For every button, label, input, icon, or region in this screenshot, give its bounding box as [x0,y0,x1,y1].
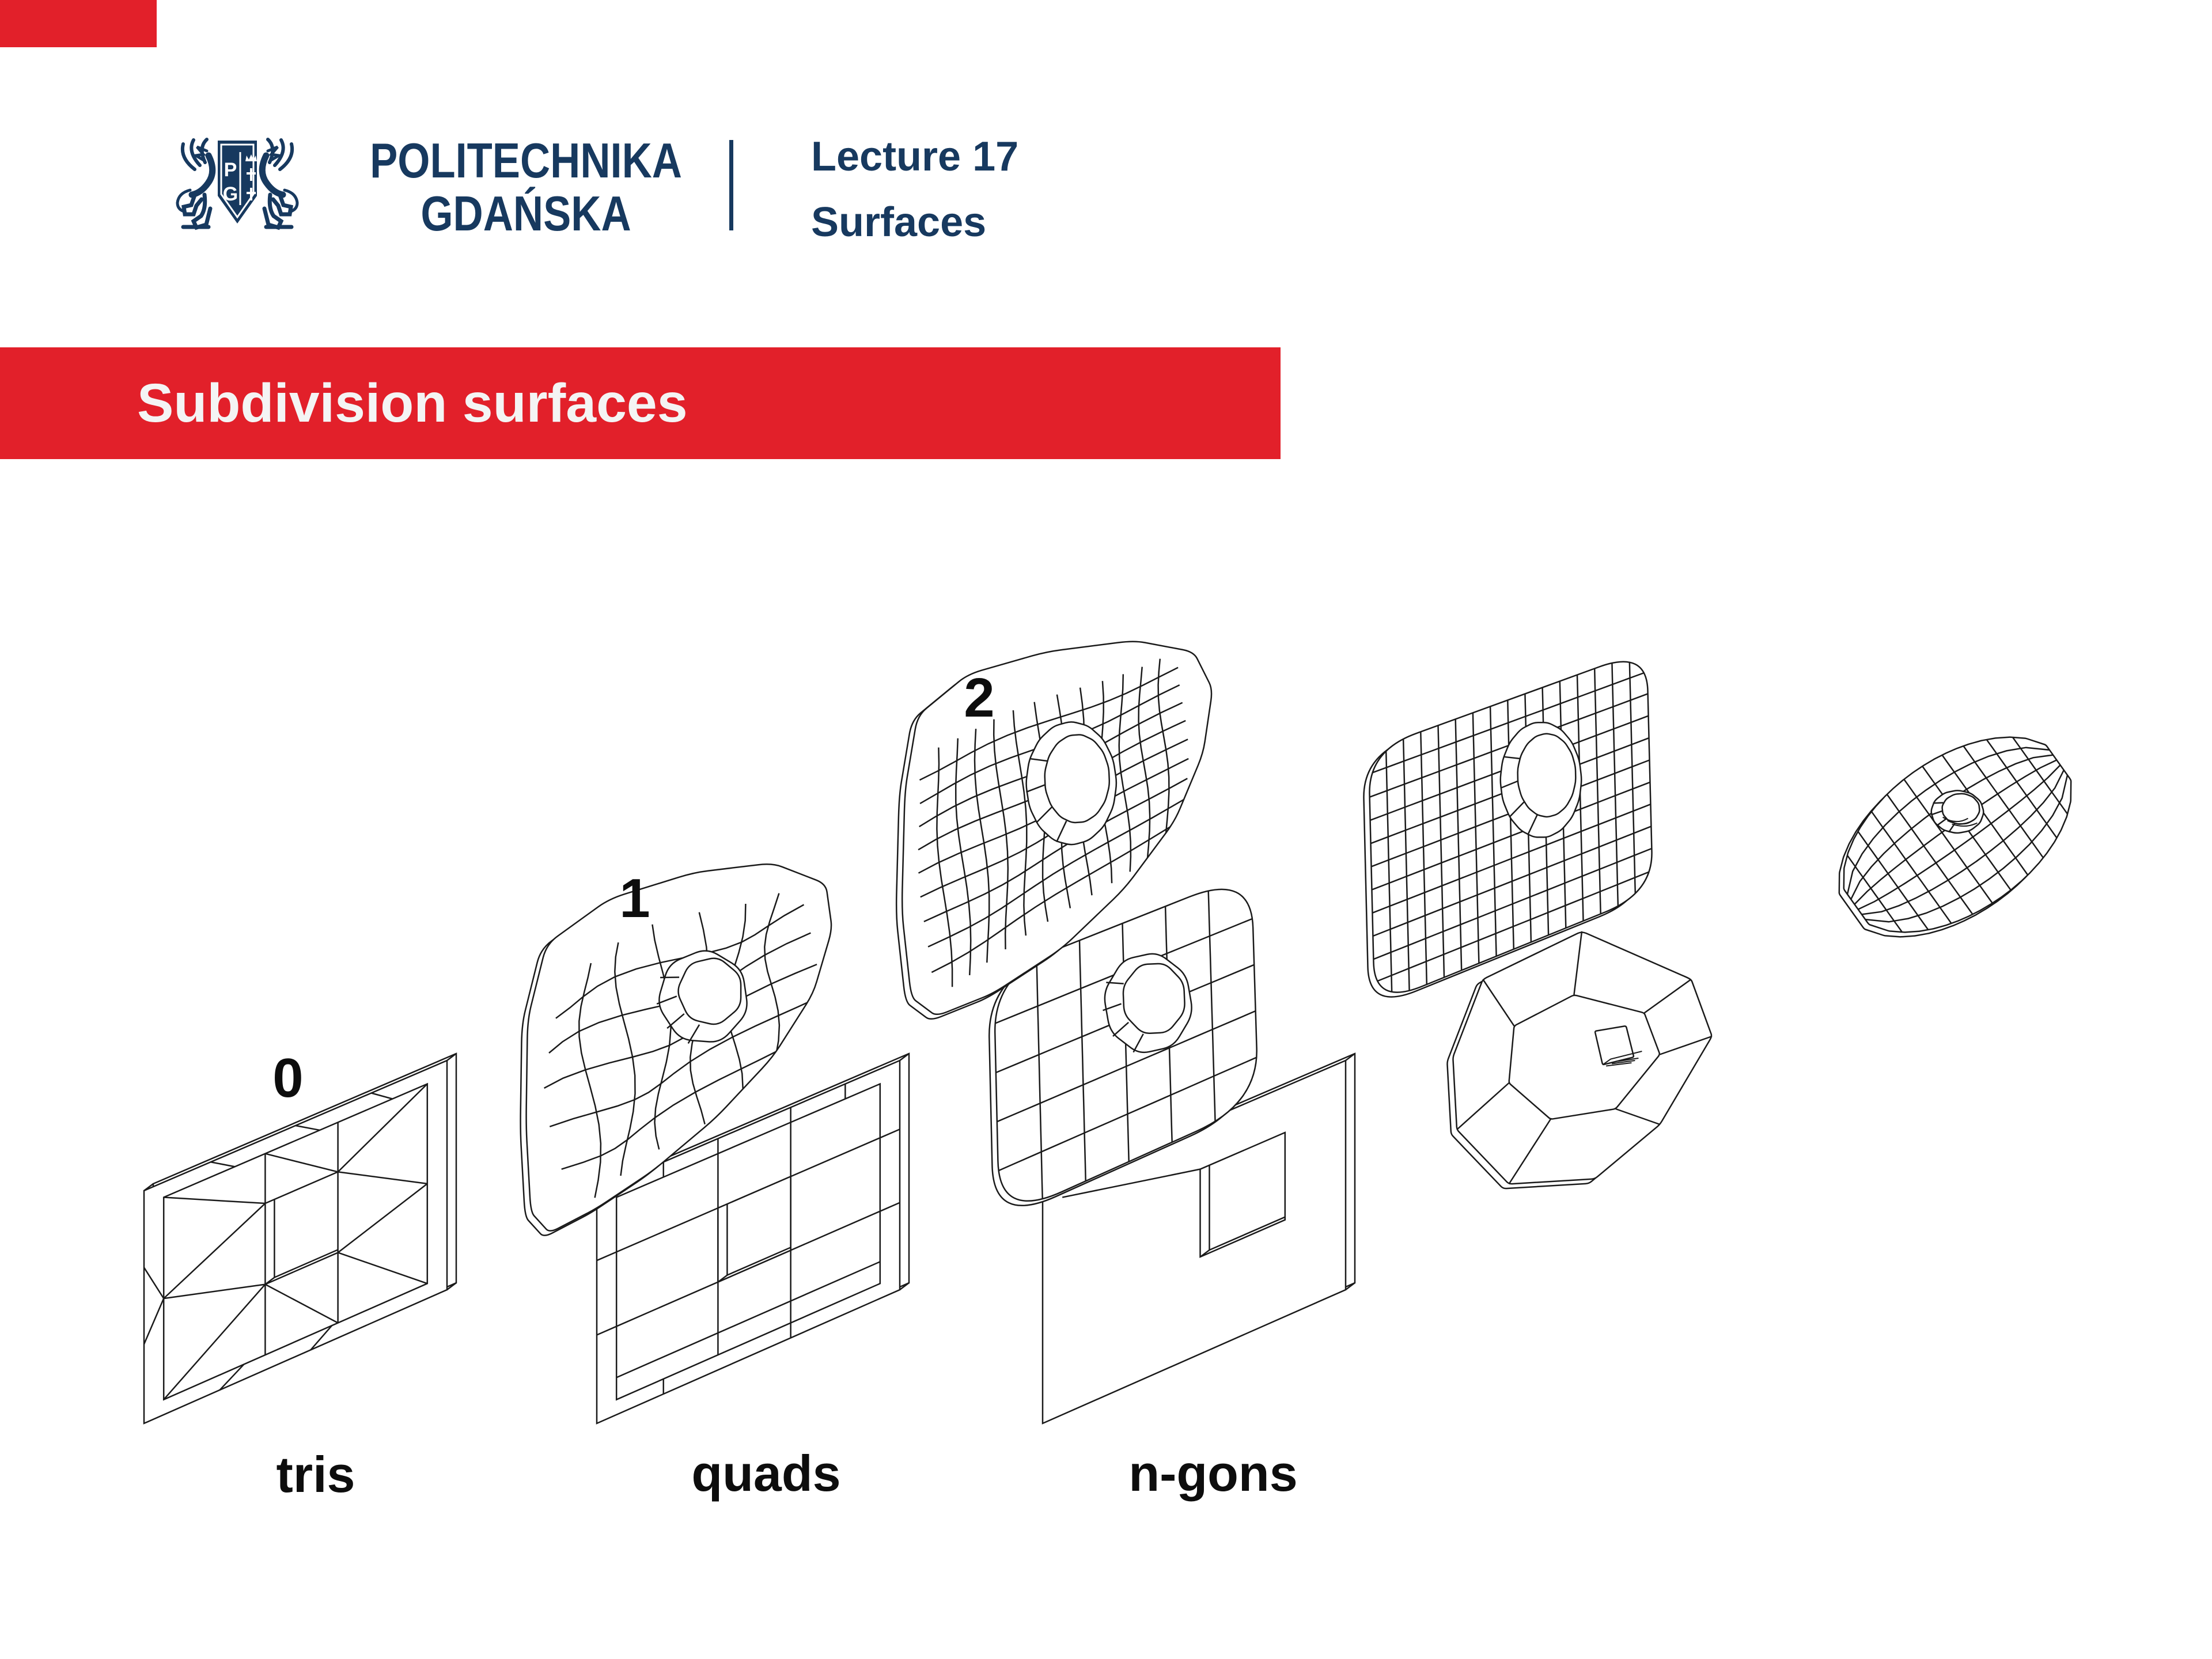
type-label-ngons: n-gons [1128,1445,1298,1502]
section-title: Subdivision surfaces [137,372,688,434]
university-name-line1: POLITECHNIKA [370,134,682,188]
griffin-left-icon [176,138,216,230]
level-label-2: 2 [964,667,995,729]
mesh-ngons-level-0 [1030,1051,1358,1429]
mesh-quads-level-0 [584,1051,912,1429]
header-divider [729,140,733,230]
lecture-number: Lecture 17 [811,134,1019,180]
mesh-ngons-level-2 [1831,707,2084,962]
lecture-topic: Surfaces [811,199,987,245]
pg-crest-logo: P G [176,138,299,230]
lecture-info: Lecture 17 Surfaces [811,136,1018,243]
pg-shield-icon: P G [218,141,257,224]
monogram-letter-p: P [224,159,237,181]
monogram-letter-g: G [223,183,238,205]
type-label-tris: tris [276,1446,355,1503]
type-label-quads: quads [691,1445,841,1502]
crown-icon [245,154,257,161]
griffin-right-icon [259,138,299,230]
cross-icon [247,168,256,181]
mesh-quads-level-2 [1359,645,1662,1009]
mesh-tris-level-1 [520,861,835,1238]
cross-icon [247,188,256,200]
university-name: POLITECHNIKA GDAŃSKA [369,135,683,241]
mesh-tris-level-2 [895,641,1213,1020]
section-banner: Subdivision surfaces [0,347,1281,459]
level-label-0: 0 [272,1047,304,1109]
university-name-line2: GDAŃSKA [421,187,631,241]
mesh-tris-level-0 [131,1051,460,1429]
mesh-ngons-level-1 [1446,927,1713,1190]
level-label-1: 1 [619,868,650,929]
mesh-quads-level-1 [982,867,1268,1225]
corner-accent-mark [0,0,157,47]
